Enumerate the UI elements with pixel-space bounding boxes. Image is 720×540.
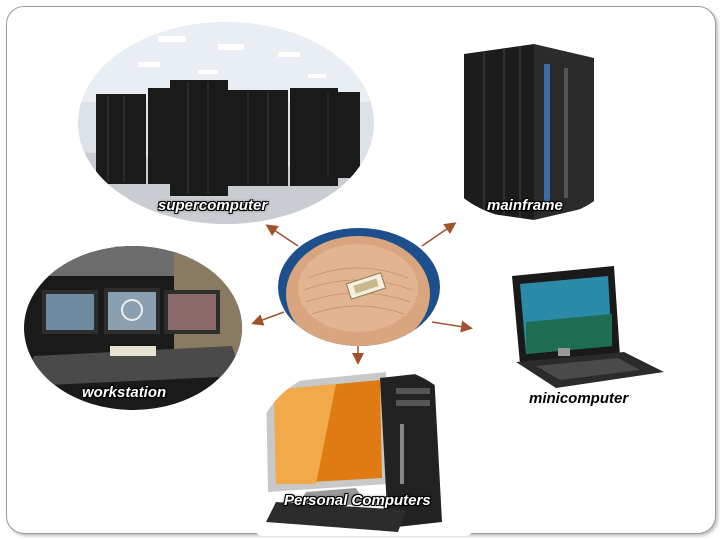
mainframe-label: mainframe: [487, 197, 563, 214]
minicomputer-image: [500, 262, 672, 394]
arrow-to-workstation: [254, 312, 284, 323]
personal-computers-label: Personal Computers: [284, 492, 431, 509]
supercomputer-image: [78, 22, 374, 224]
minicomputer-label: minicomputer: [529, 390, 628, 407]
supercomputer-label: supercomputer: [158, 197, 267, 214]
microchip-image: [278, 228, 440, 346]
mainframe-image: [424, 24, 638, 220]
arrow-to-minicomputer: [432, 322, 470, 328]
personal-computer-image: [256, 364, 472, 536]
arrow-to-mainframe: [422, 224, 454, 246]
arrow-to-supercomputer: [268, 226, 298, 246]
workstation-label: workstation: [82, 384, 166, 401]
